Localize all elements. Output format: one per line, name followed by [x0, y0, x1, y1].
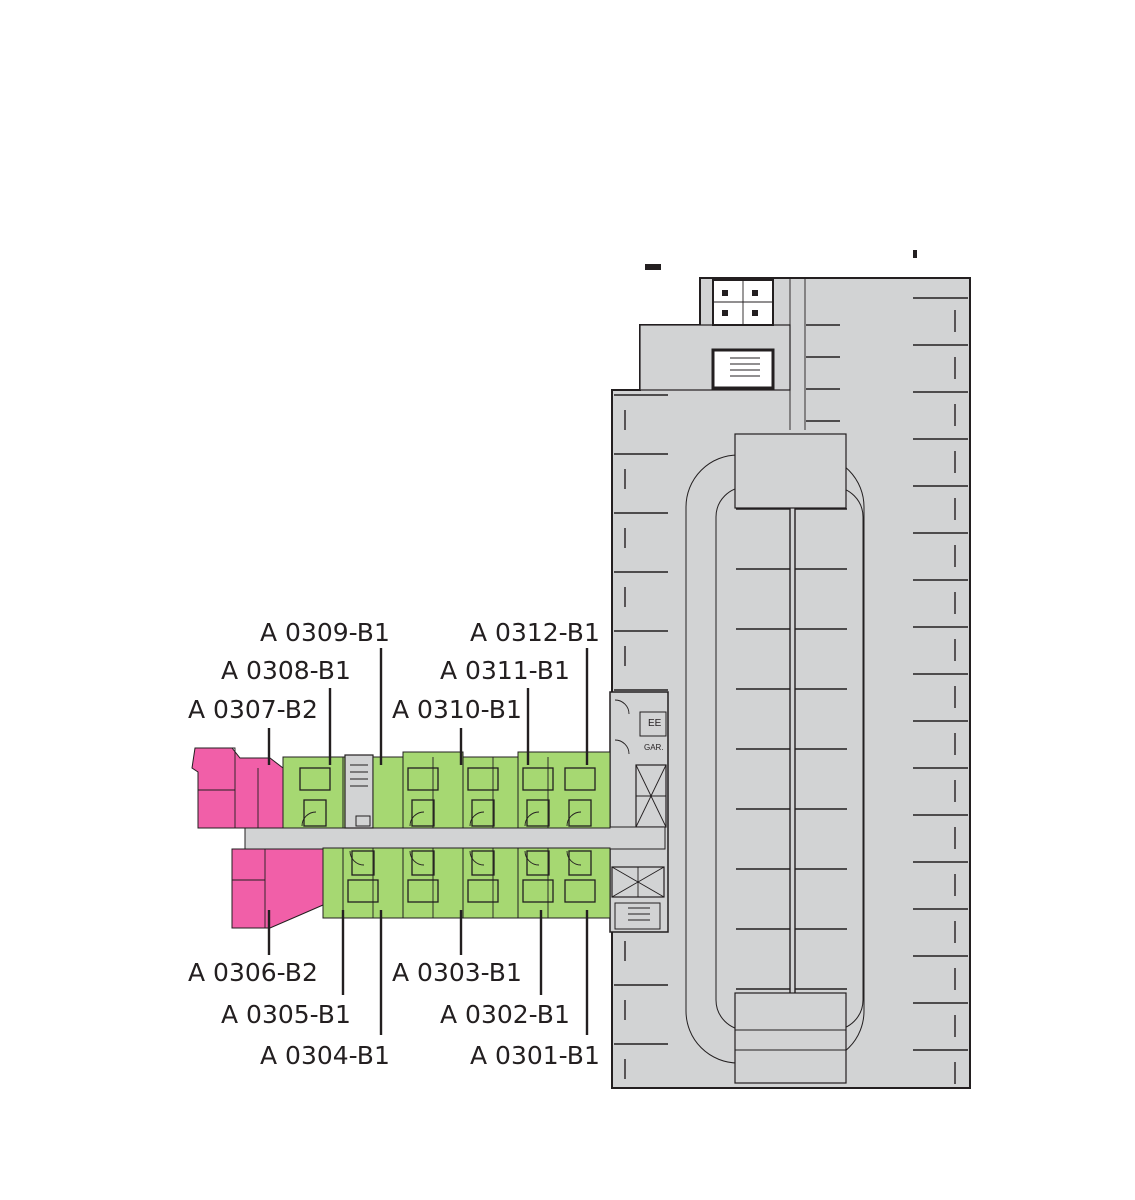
unit-labels-south: A 0306-B2 A 0303-B1 A 0305-B1 A 0302-B1 … [188, 958, 600, 1070]
unit-labels-north: A 0309-B1 A 0312-B1 A 0308-B1 A 0311-B1 … [188, 618, 600, 724]
unit-label-a0305: A 0305-B1 [221, 1000, 351, 1029]
unit-a0308-b1-shape [282, 756, 344, 829]
closet [568, 850, 592, 876]
ee-label: EE [648, 718, 662, 729]
garage-outline [611, 277, 971, 1089]
south-wing-details [347, 848, 596, 918]
door-swing [566, 811, 582, 827]
unit-label-a0304: A 0304-B1 [260, 1041, 390, 1070]
unit-label-a0307: A 0307-B2 [188, 695, 318, 724]
south-wing [231, 847, 611, 929]
unit-label-a0312: A 0312-B1 [470, 618, 600, 647]
bathroom [467, 879, 499, 903]
bathroom [407, 767, 439, 791]
bathroom [522, 767, 554, 791]
unit-label-a0301: A 0301-B1 [470, 1041, 600, 1070]
unit-a0301-b1-shape [517, 847, 611, 919]
bathroom [467, 767, 499, 791]
door-swing [524, 850, 540, 866]
unit-a0302-b1-shape [462, 847, 519, 919]
door-swing [566, 850, 582, 866]
unit-label-a0306: A 0306-B2 [188, 958, 318, 987]
door-swing [524, 811, 540, 827]
closet [568, 799, 592, 827]
ramp-south [734, 992, 847, 1084]
north-wing [191, 747, 611, 829]
closet [471, 799, 495, 827]
bathroom [522, 879, 554, 903]
north-wing-details [299, 757, 596, 828]
bathroom [564, 767, 596, 791]
unit-label-a0303: A 0303-B1 [392, 958, 522, 987]
unit-a0306-b2-shape [231, 848, 324, 929]
corridor [244, 826, 666, 850]
leader-lines [267, 648, 589, 1035]
building-core: EE GAR. [609, 691, 669, 933]
door-swing [469, 811, 485, 827]
door-swing [409, 850, 425, 866]
closet [351, 850, 375, 876]
unit-label-a0311: A 0311-B1 [440, 656, 570, 685]
closet [303, 799, 327, 827]
bathroom [347, 879, 379, 903]
gar-label: GAR. [644, 743, 664, 752]
unit-label-a0302: A 0302-B1 [440, 1000, 570, 1029]
unit-label-a0308: A 0308-B1 [221, 656, 351, 685]
restroom-block [712, 279, 774, 326]
closet [411, 799, 435, 827]
unit-a0309-b1-shape [372, 756, 404, 829]
ramp-north [734, 433, 847, 509]
garage-stair-north [711, 348, 775, 390]
bathroom [564, 879, 596, 903]
stair-south [614, 902, 661, 930]
parking-garage [611, 250, 971, 1089]
door-swing [301, 811, 317, 827]
unit-a0305-b1-shape [322, 847, 344, 919]
door-swing [469, 850, 485, 866]
door-swing [349, 850, 365, 866]
ee-room [639, 711, 667, 737]
closet [526, 850, 550, 876]
bathroom [299, 767, 331, 791]
stair-wing [344, 754, 374, 829]
closet [411, 850, 435, 876]
closet [471, 850, 495, 876]
unit-label-a0310: A 0310-B1 [392, 695, 522, 724]
unit-label-a0309: A 0309-B1 [260, 618, 390, 647]
closet [526, 799, 550, 827]
bathroom [407, 879, 439, 903]
parking-stalls [614, 297, 968, 1084]
door-swing [409, 811, 425, 827]
